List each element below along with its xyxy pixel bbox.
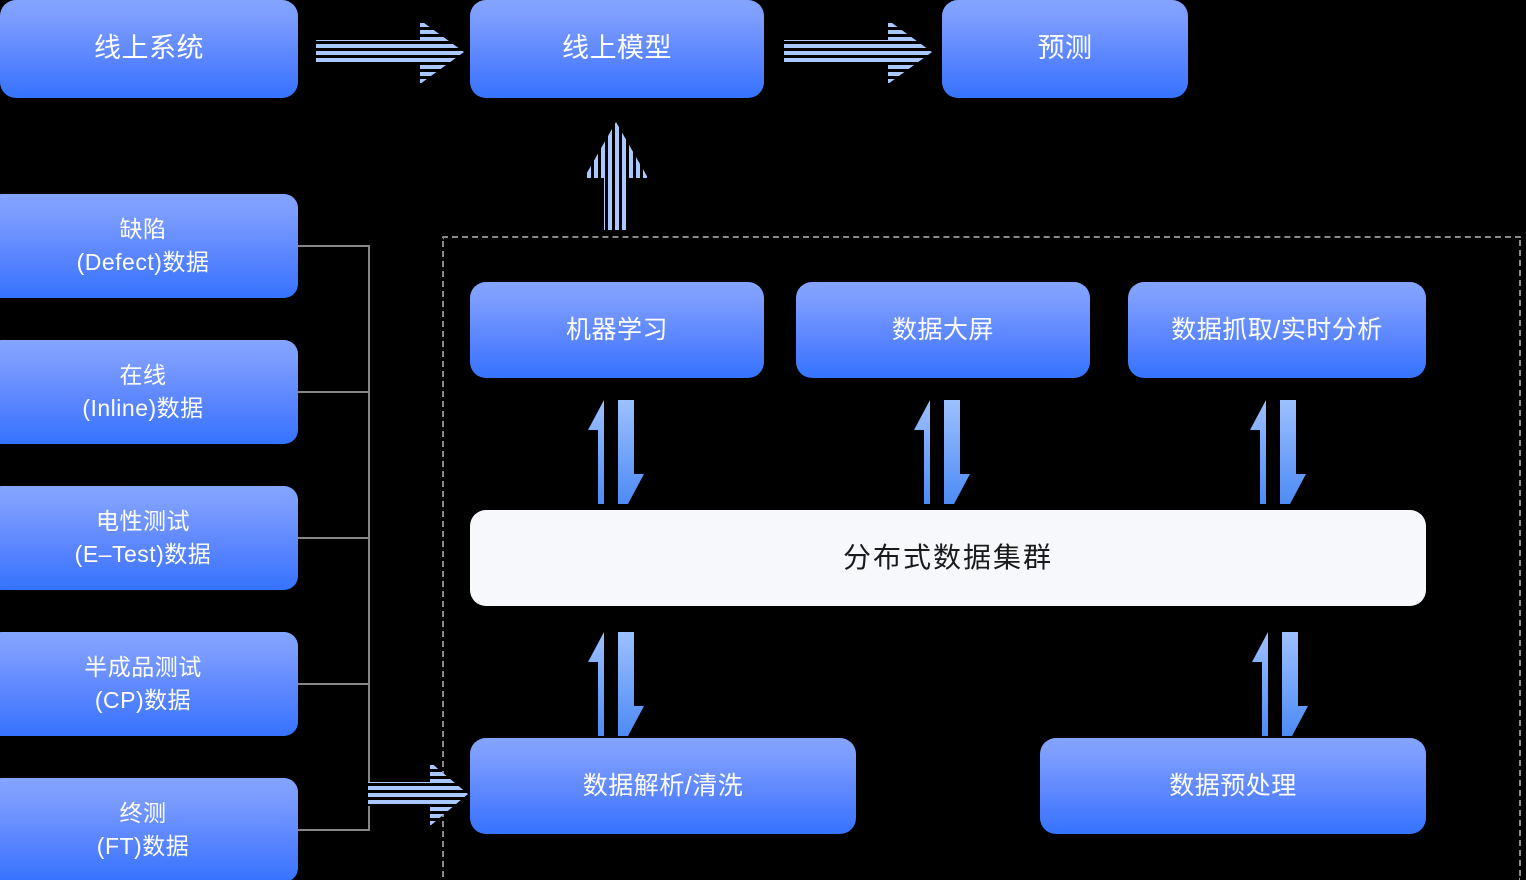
node-machine-learning[interactable]: 机器学习 <box>470 282 764 378</box>
node-data-dashboard-label: 数据大屏 <box>891 315 994 344</box>
node-source-etest[interactable]: 电性测试 (E–Test)数据 <box>0 486 298 590</box>
connector-stub-inline <box>298 391 370 393</box>
arrow-model-to-prediction-icon <box>784 14 932 90</box>
arrow-platform-to-model-icon <box>578 122 654 230</box>
biarrow-ml-cluster-icon <box>588 400 650 504</box>
node-source-etest-line2: (E–Test)数据 <box>74 541 212 567</box>
connector-stub-defect <box>298 245 370 247</box>
node-source-defect[interactable]: 缺陷 (Defect)数据 <box>0 194 298 298</box>
node-source-defect-line2: (Defect)数据 <box>76 249 210 275</box>
node-machine-learning-label: 机器学习 <box>565 315 668 344</box>
biarrow-capture-cluster-icon <box>1250 400 1312 504</box>
connector-trunk-vertical <box>368 245 370 831</box>
biarrow-cluster-parse-icon <box>588 632 650 736</box>
node-distributed-data-cluster[interactable]: 分布式数据集群 <box>470 510 1426 606</box>
node-source-defect-line1: 缺陷 <box>119 215 167 242</box>
node-distributed-data-cluster-label: 分布式数据集群 <box>842 541 1053 573</box>
node-online-model-label: 线上模型 <box>562 33 672 64</box>
connector-stub-cp <box>298 683 370 685</box>
node-source-cp[interactable]: 半成品测试 (CP)数据 <box>0 632 298 736</box>
node-prediction[interactable]: 预测 <box>942 0 1188 98</box>
connector-stub-etest <box>298 537 370 539</box>
node-data-capture-realtime-label: 数据抓取/实时分析 <box>1171 315 1383 344</box>
node-online-system[interactable]: 线上系统 <box>0 0 298 98</box>
node-source-ft[interactable]: 终测 (FT)数据 <box>0 778 298 880</box>
node-source-inline[interactable]: 在线 (Inline)数据 <box>0 340 298 444</box>
node-data-preprocess[interactable]: 数据预处理 <box>1040 738 1426 834</box>
node-source-ft-line1: 终测 <box>119 799 167 826</box>
node-source-inline-line1: 在线 <box>119 361 167 388</box>
node-source-inline-line2: (Inline)数据 <box>82 395 204 421</box>
node-online-system-label: 线上系统 <box>94 33 204 64</box>
node-data-parse-clean-label: 数据解析/清洗 <box>582 771 744 800</box>
biarrow-cluster-preprocess-icon <box>1252 632 1314 736</box>
node-data-preprocess-label: 数据预处理 <box>1169 771 1297 800</box>
node-data-capture-realtime[interactable]: 数据抓取/实时分析 <box>1128 282 1426 378</box>
arrow-system-to-model-icon <box>316 14 464 90</box>
biarrow-dashboard-cluster-icon <box>914 400 976 504</box>
node-source-cp-line1: 半成品测试 <box>84 653 202 680</box>
node-data-parse-clean[interactable]: 数据解析/清洗 <box>470 738 856 834</box>
node-source-cp-line2: (CP)数据 <box>94 687 192 713</box>
connector-stub-ft <box>298 829 370 831</box>
platform-boundary-frame <box>442 236 1521 880</box>
node-prediction-label: 预测 <box>1037 33 1093 64</box>
node-online-model[interactable]: 线上模型 <box>470 0 764 98</box>
node-source-etest-line1: 电性测试 <box>96 507 190 534</box>
arrow-sources-to-platform-icon <box>368 756 468 832</box>
node-data-dashboard[interactable]: 数据大屏 <box>796 282 1090 378</box>
node-source-ft-line2: (FT)数据 <box>96 833 190 859</box>
